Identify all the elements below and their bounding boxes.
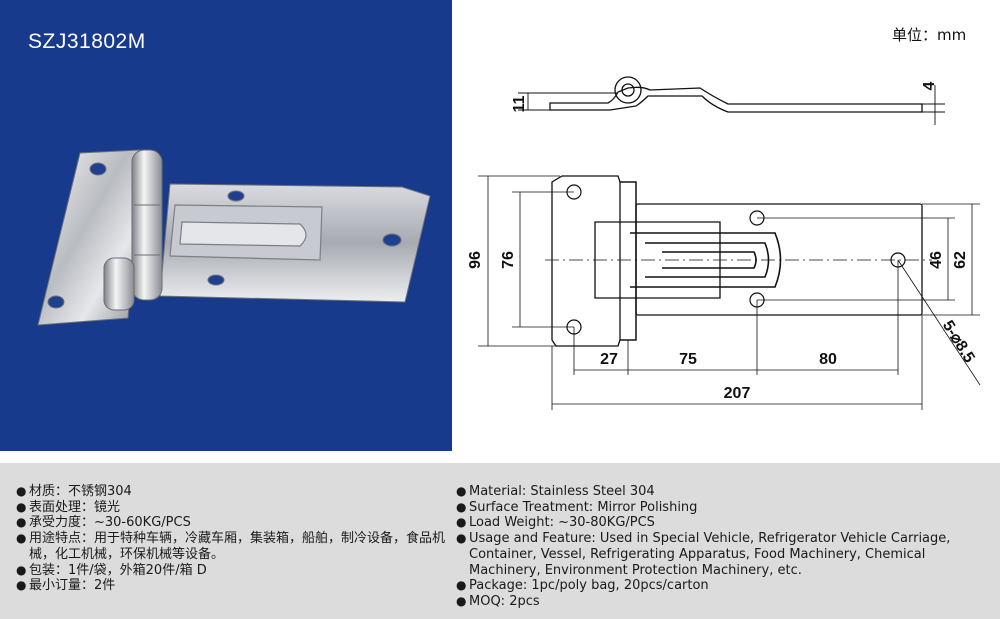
bullet-icon: ● bbox=[456, 515, 467, 530]
spec-text: MOQ: 2pcs bbox=[469, 593, 540, 609]
spec-text: 包装：1件/袋，外箱20件/箱 D bbox=[29, 562, 207, 578]
spec-item: ●Surface Treatment: Mirror Polishing bbox=[456, 500, 976, 516]
bullet-icon: ● bbox=[456, 593, 467, 608]
top-view-knuckle bbox=[619, 181, 637, 341]
spec-text: Package: 1pc/poly bag, 20pcs/carton bbox=[469, 578, 709, 594]
spec-text: Material: Stainless Steel 304 bbox=[469, 484, 655, 499]
bullet-icon: ● bbox=[16, 484, 27, 498]
model-number: SZJ31802M bbox=[28, 30, 146, 53]
spec-text: Surface Treatment: Mirror Polishing bbox=[469, 499, 698, 515]
spec-item: ●承受力度：~30-60KG/PCS bbox=[16, 515, 446, 531]
spec-text: Load Weight: ~30-80KG/PCS bbox=[469, 515, 655, 531]
dim-thickness-plate: 4 bbox=[921, 81, 938, 90]
dim-seg-right: 80 bbox=[819, 351, 837, 368]
spec-item: ●Usage and Feature: Used in Special Vehi… bbox=[456, 531, 976, 578]
hinge-photo bbox=[37, 149, 431, 326]
spec-panel: ●材质：不锈钢304 ●表面处理：镜光 ●承受力度：~30-60KG/PCS ●… bbox=[0, 463, 1000, 619]
dim-width-overall: 207 bbox=[724, 385, 751, 402]
spec-item: ●最小订量：2件 bbox=[16, 578, 446, 594]
spec-item: ●Material: Stainless Steel 304 bbox=[456, 484, 976, 500]
dim-seg-mid: 75 bbox=[679, 351, 697, 368]
top-view-left-leaf bbox=[551, 175, 637, 347]
spec-item: ●材质：不锈钢304 bbox=[16, 484, 446, 500]
spec-item: ●表面处理：镜光 bbox=[16, 500, 446, 516]
unit-label: 单位：mm bbox=[892, 26, 967, 44]
technical-drawing: 11 4 96 76 46 62 5-⌀8.5 27 75 80 207 bbox=[467, 76, 981, 410]
spec-list-chinese: ●材质：不锈钢304 ●表面处理：镜光 ●承受力度：~30-60KG/PCS ●… bbox=[16, 484, 446, 594]
spec-item: ●MOQ: 2pcs bbox=[456, 594, 976, 610]
top-view-right-leaf bbox=[635, 203, 923, 316]
spec-text: 用途特点：用于特种车辆，冷藏车厢，集装箱，船舶，制冷设备，食品机械，化工机械，环… bbox=[29, 531, 446, 562]
spec-item: ●Load Weight: ~30-80KG/PCS bbox=[456, 515, 976, 531]
dim-holes-note: 5-⌀8.5 bbox=[939, 318, 978, 366]
bullet-icon: ● bbox=[16, 562, 27, 577]
bullet-icon: ● bbox=[456, 531, 467, 546]
side-view-profile bbox=[549, 86, 923, 113]
bullet-icon: ● bbox=[456, 484, 467, 498]
spec-text: 最小订量：2件 bbox=[29, 578, 116, 594]
spec-item: ●包装：1件/袋，外箱20件/箱 D bbox=[16, 563, 446, 579]
bullet-icon: ● bbox=[16, 531, 27, 546]
spec-item: ●用途特点：用于特种车辆，冷藏车厢，集装箱，船舶，制冷设备，食品机械，化工机械，… bbox=[16, 531, 446, 562]
dim-height-overall: 96 bbox=[467, 251, 484, 269]
bullet-icon: ● bbox=[456, 499, 467, 514]
dim-height-holes: 76 bbox=[500, 251, 517, 269]
dim-thickness-total: 11 bbox=[511, 95, 528, 112]
dim-height-right: 62 bbox=[952, 251, 969, 269]
bullet-icon: ● bbox=[16, 578, 27, 593]
spec-text: 表面处理：镜光 bbox=[29, 499, 121, 515]
dim-seg-left: 27 bbox=[600, 351, 618, 368]
side-view-knuckle bbox=[614, 76, 642, 104]
spec-text: Usage and Feature: Used in Special Vehic… bbox=[469, 531, 951, 578]
spec-list-english: ●Material: Stainless Steel 304 ●Surface … bbox=[456, 484, 976, 610]
bullet-icon: ● bbox=[16, 515, 27, 530]
spec-item: ●Package: 1pc/poly bag, 20pcs/carton bbox=[456, 578, 976, 594]
spec-text: 承受力度：~30-60KG/PCS bbox=[29, 515, 191, 531]
spec-text: 材质：不锈钢304 bbox=[29, 484, 132, 499]
bullet-icon: ● bbox=[16, 499, 27, 514]
dim-hole-spacing: 46 bbox=[928, 251, 945, 269]
bullet-icon: ● bbox=[456, 578, 467, 593]
